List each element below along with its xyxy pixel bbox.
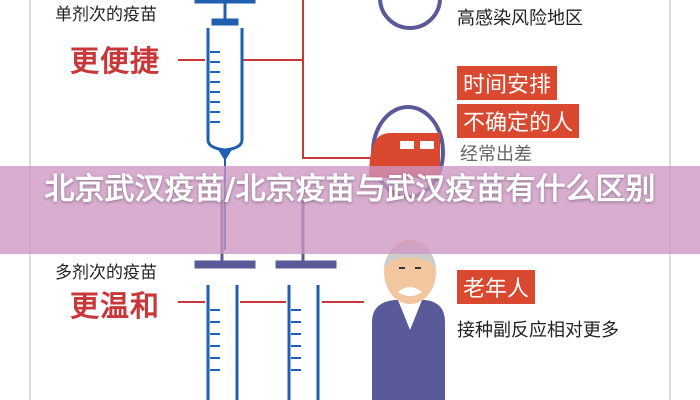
multi-dose-benefit: 更温和 [70, 289, 161, 323]
page-title: 北京武汉疫苗/北京疫苗与武汉疫苗有什么区别 [44, 172, 656, 207]
multi-dose-heading: 多剂次的疫苗 [55, 263, 157, 283]
tag-schedule: 时间安排 [457, 66, 558, 100]
risk-area-icon [378, 0, 442, 30]
tag-elderly: 老年人 [457, 270, 536, 304]
single-dose-heading: 单剂次的疫苗 [55, 5, 157, 25]
frequent-travel-text: 经常出差 [460, 144, 532, 165]
side-effects-text: 接种副反应相对更多 [457, 320, 619, 341]
single-dose-benefit: 更便捷 [70, 44, 161, 78]
tag-uncertain: 不确定的人 [457, 104, 580, 138]
connector-lines-top [178, 0, 372, 159]
high-risk-area-text: 高感染风险地区 [457, 8, 583, 29]
elderly-person-icon [372, 240, 445, 400]
title-overlay [0, 166, 700, 254]
syringe-icon-multi-2 [275, 200, 337, 400]
